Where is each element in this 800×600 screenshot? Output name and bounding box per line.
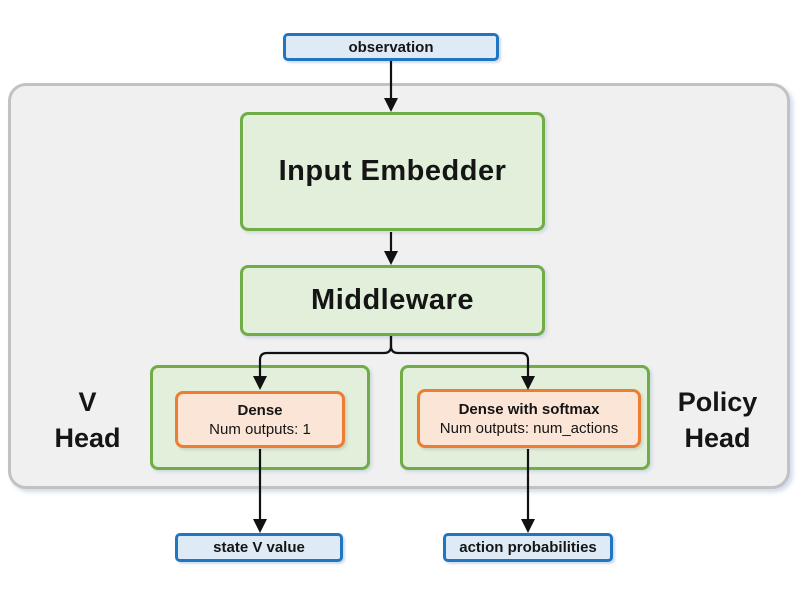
node-state-v-value: state V value: [175, 533, 343, 562]
policy-head-label: Policy Head: [677, 387, 758, 453]
observation-label: observation: [348, 38, 434, 56]
state-v-value-label: state V value: [213, 539, 305, 556]
node-action-probabilities: action probabilities: [443, 533, 613, 562]
v-head-label: V Head: [54, 387, 121, 453]
dense-policy-subtitle: Num outputs: num_actions: [439, 419, 619, 437]
input-embedder-label: Input Embedder: [278, 155, 507, 187]
node-input-embedder: Input Embedder: [240, 112, 545, 231]
node-dense-v: Dense Num outputs: 1: [175, 391, 345, 448]
node-observation: observation: [283, 33, 499, 61]
dense-v-subtitle: Num outputs: 1: [209, 420, 311, 438]
middleware-label: Middleware: [311, 284, 474, 316]
dense-policy-title: Dense with softmax: [458, 400, 600, 418]
dense-v-title: Dense: [237, 401, 283, 419]
node-middleware: Middleware: [240, 265, 545, 336]
action-probabilities-label: action probabilities: [459, 539, 597, 556]
node-dense-policy: Dense with softmax Num outputs: num_acti…: [417, 389, 641, 448]
